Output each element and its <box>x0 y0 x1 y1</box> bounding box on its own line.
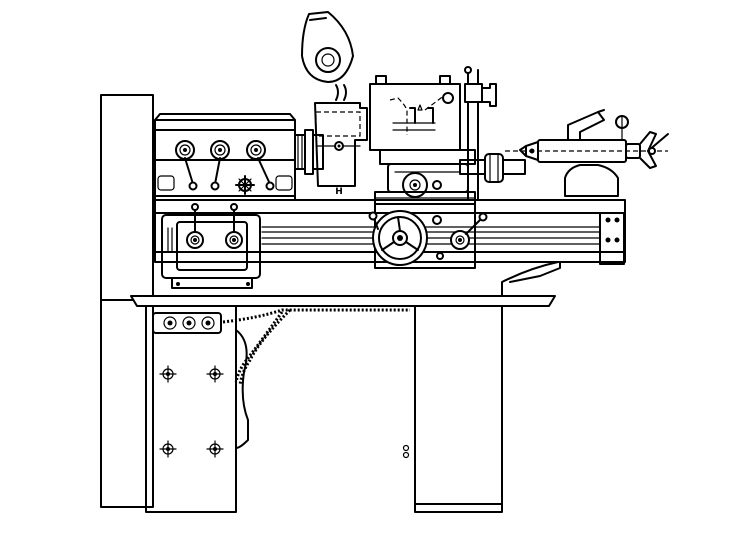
quick-change-gearbox <box>161 203 261 289</box>
headstock-lever-1 <box>175 140 198 191</box>
pedestal-bolt-2 <box>206 365 224 383</box>
gearbox-knob-left <box>186 203 204 249</box>
left-pedestal <box>145 301 249 513</box>
spindle-marking: H <box>335 187 343 197</box>
tool-post <box>369 75 461 151</box>
spindle-chuck <box>294 129 324 175</box>
power-cable <box>222 308 410 386</box>
headstock-lever-3 <box>246 140 275 191</box>
apron-lever <box>450 212 488 250</box>
tailstock <box>505 109 669 197</box>
right-pedestal <box>402 261 559 513</box>
gearbox-knob-right <box>225 203 243 249</box>
apron-handwheel <box>368 210 428 266</box>
feed-rod-support <box>464 66 497 201</box>
headstock-star-knob <box>235 175 255 195</box>
pedestal-bolt-3 <box>159 440 177 458</box>
chip-tray <box>130 295 556 307</box>
carriage <box>374 149 476 205</box>
work-lamp <box>301 11 354 101</box>
headstock <box>154 113 296 201</box>
pedestal-bolt-1 <box>159 365 177 383</box>
pedestal-bolt-4 <box>206 440 224 458</box>
headstock-lever-2 <box>210 140 230 191</box>
apron <box>368 203 488 269</box>
lamp-base-housing: H <box>314 102 368 197</box>
bed-right-foot <box>509 261 561 283</box>
cross-slide-screw <box>459 153 526 183</box>
